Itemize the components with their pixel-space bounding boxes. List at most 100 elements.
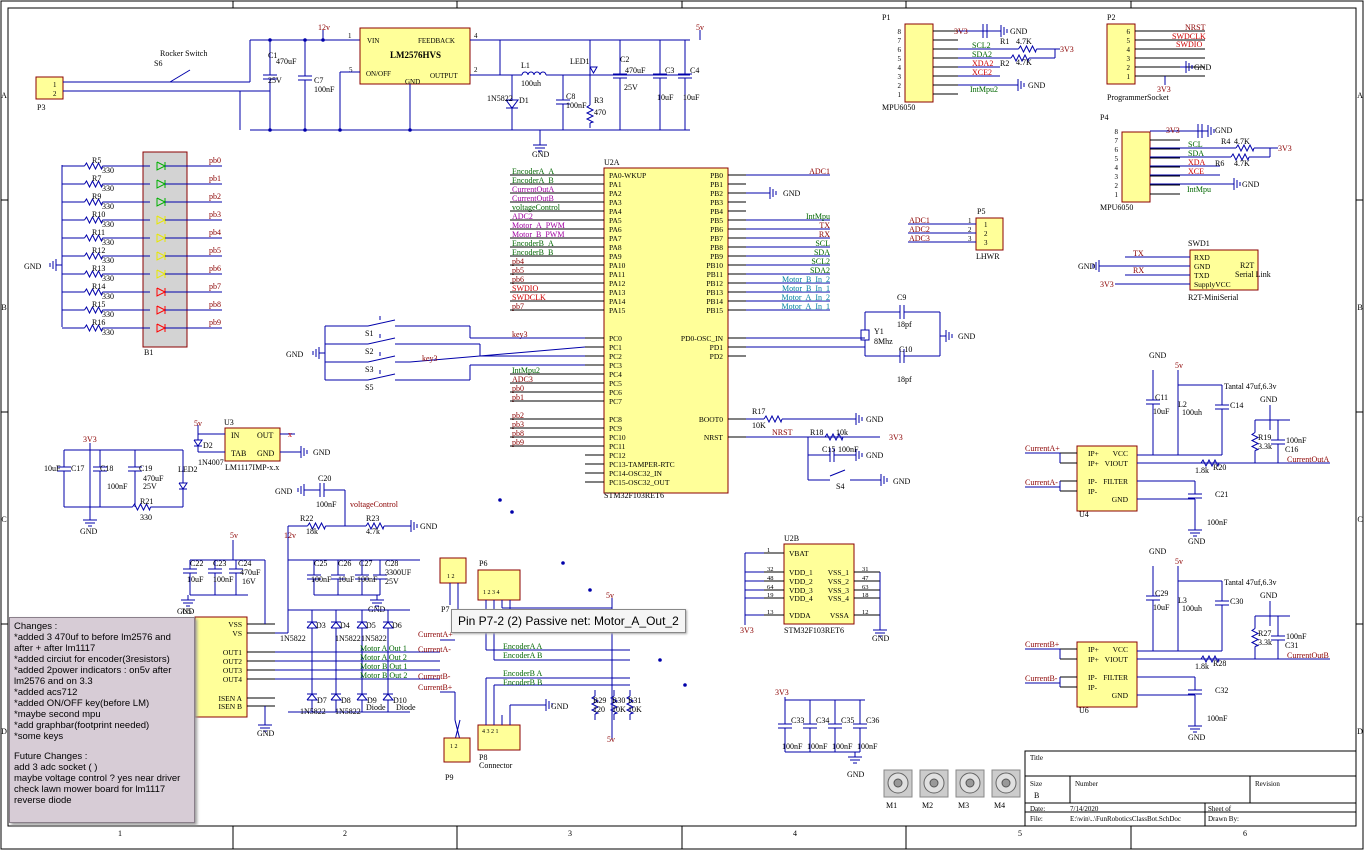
net-label: pb5 <box>512 266 524 275</box>
zone-col-label: 6 <box>1243 829 1247 838</box>
net-label: CurrentA- <box>1025 478 1058 487</box>
ref-label: L2 <box>1178 400 1187 409</box>
changes-item: *added ON/OFF key(before LM) <box>14 698 150 709</box>
label: 47 <box>862 575 869 582</box>
pin-label: PA6 <box>609 225 622 234</box>
pin-label: PB5 <box>710 216 723 225</box>
net-label: RX <box>819 230 830 239</box>
net-label: 3V3 <box>83 435 97 444</box>
ref-label: R9 <box>92 192 101 201</box>
net-label: 5v <box>606 591 614 600</box>
ref-label: C32 <box>1215 686 1228 695</box>
net-label: EncoderB A <box>503 669 543 678</box>
led-segment <box>156 305 167 315</box>
ic-lm2576 <box>359 27 471 85</box>
pin-label: 2 <box>1127 64 1131 72</box>
label: 1 <box>348 32 352 40</box>
net-label: pb5 <box>209 246 221 255</box>
mounting-hole-icon <box>1001 778 1011 788</box>
ref-label: L3 <box>1178 596 1187 605</box>
ref-label: D1 <box>519 96 529 105</box>
label: 330 <box>102 328 114 337</box>
ref-label: C26 <box>338 559 351 568</box>
label: 25V <box>143 482 157 491</box>
ref-label: C19 <box>139 464 152 473</box>
net-label: GND <box>958 332 976 341</box>
resistor <box>84 251 103 261</box>
changes-item: *add graphbar(footprint needed) <box>14 720 150 731</box>
net-label: CurrentB- <box>1025 674 1058 683</box>
resistor <box>1250 628 1260 647</box>
resistor <box>1200 458 1220 468</box>
pin-label: NRST <box>704 433 724 442</box>
net-label: SCL2 <box>972 41 991 50</box>
zone-row-label: B <box>1 303 6 312</box>
junction <box>588 588 592 592</box>
diode <box>193 439 203 447</box>
pin-label: PC12 <box>609 451 626 460</box>
label: 19 <box>767 592 774 599</box>
label: 1 <box>968 217 972 225</box>
label: 18pf <box>897 375 912 384</box>
net-label: ADC1 <box>909 216 930 225</box>
label: 470 <box>594 108 606 117</box>
resistor <box>132 502 151 512</box>
resistor <box>84 215 103 225</box>
label: 1N5822 <box>280 634 306 643</box>
net-label: voltageControl <box>350 500 399 509</box>
label: 470uF <box>625 66 646 75</box>
resistor <box>1018 44 1037 54</box>
net-label: 5v <box>194 419 202 428</box>
label: 1.8k <box>1195 466 1209 475</box>
net-label: Motor B Out 1 <box>360 662 407 671</box>
ref-label: R15 <box>92 300 105 309</box>
net-label: pb3 <box>209 210 221 219</box>
label: 100nF <box>311 575 332 584</box>
pin-label: PA2 <box>609 189 622 198</box>
pin-label: PC1 <box>609 343 622 352</box>
diode <box>505 99 519 109</box>
net-label: GND <box>257 729 275 738</box>
resistor <box>84 233 103 243</box>
net-label: IntMpu <box>1187 185 1211 194</box>
net-label: EncoderB_A <box>512 239 554 248</box>
pin-label: 3 <box>1115 173 1119 181</box>
net-label: pb4 <box>209 228 221 237</box>
resistor <box>585 104 595 124</box>
ref-label: C15 <box>822 445 835 454</box>
led-segment <box>156 215 167 225</box>
pin-label: IP+ <box>1088 459 1099 468</box>
label: 12 <box>862 609 869 616</box>
label: 100nF <box>1207 714 1228 723</box>
net-label: RX <box>1133 266 1144 275</box>
pin-label: PC4 <box>609 370 622 379</box>
ref-label: R6 <box>1215 159 1224 168</box>
pin-label: BOOT0 <box>699 415 723 424</box>
pin-label: VIOUT <box>1105 459 1129 468</box>
net-label: SWDCLK <box>512 293 546 302</box>
pin-label: VIOUT <box>1105 655 1129 664</box>
zone-col-label: 3 <box>568 829 572 838</box>
pin-label: PD2 <box>710 352 724 361</box>
ref-label: R23 <box>366 514 379 523</box>
label: 1 <box>767 547 770 554</box>
ref-label: R10 <box>92 210 105 219</box>
label: 330 <box>102 202 114 211</box>
net-label: pb0 <box>512 384 524 393</box>
pin-label: IP- <box>1088 673 1098 682</box>
changes-item: *added acs712 <box>14 687 78 698</box>
ic-name: MPU6050 <box>1100 203 1133 212</box>
label: 1N5822 <box>335 707 361 716</box>
pin-label: PA3 <box>609 198 622 207</box>
pin-label: PC14-OSC32_IN <box>609 469 663 478</box>
label: 5 <box>349 66 353 74</box>
net-label: GND <box>1215 126 1233 135</box>
label: E:\win\..\FunRoboticsClassBot.SchDoc <box>1070 815 1181 823</box>
pin-label: PC10 <box>609 433 626 442</box>
net-label: 3V3 <box>889 433 903 442</box>
pin-label: OUT2 <box>223 657 242 666</box>
ref-label: R4 <box>1221 137 1230 146</box>
pin-label: 1 <box>1127 73 1131 81</box>
